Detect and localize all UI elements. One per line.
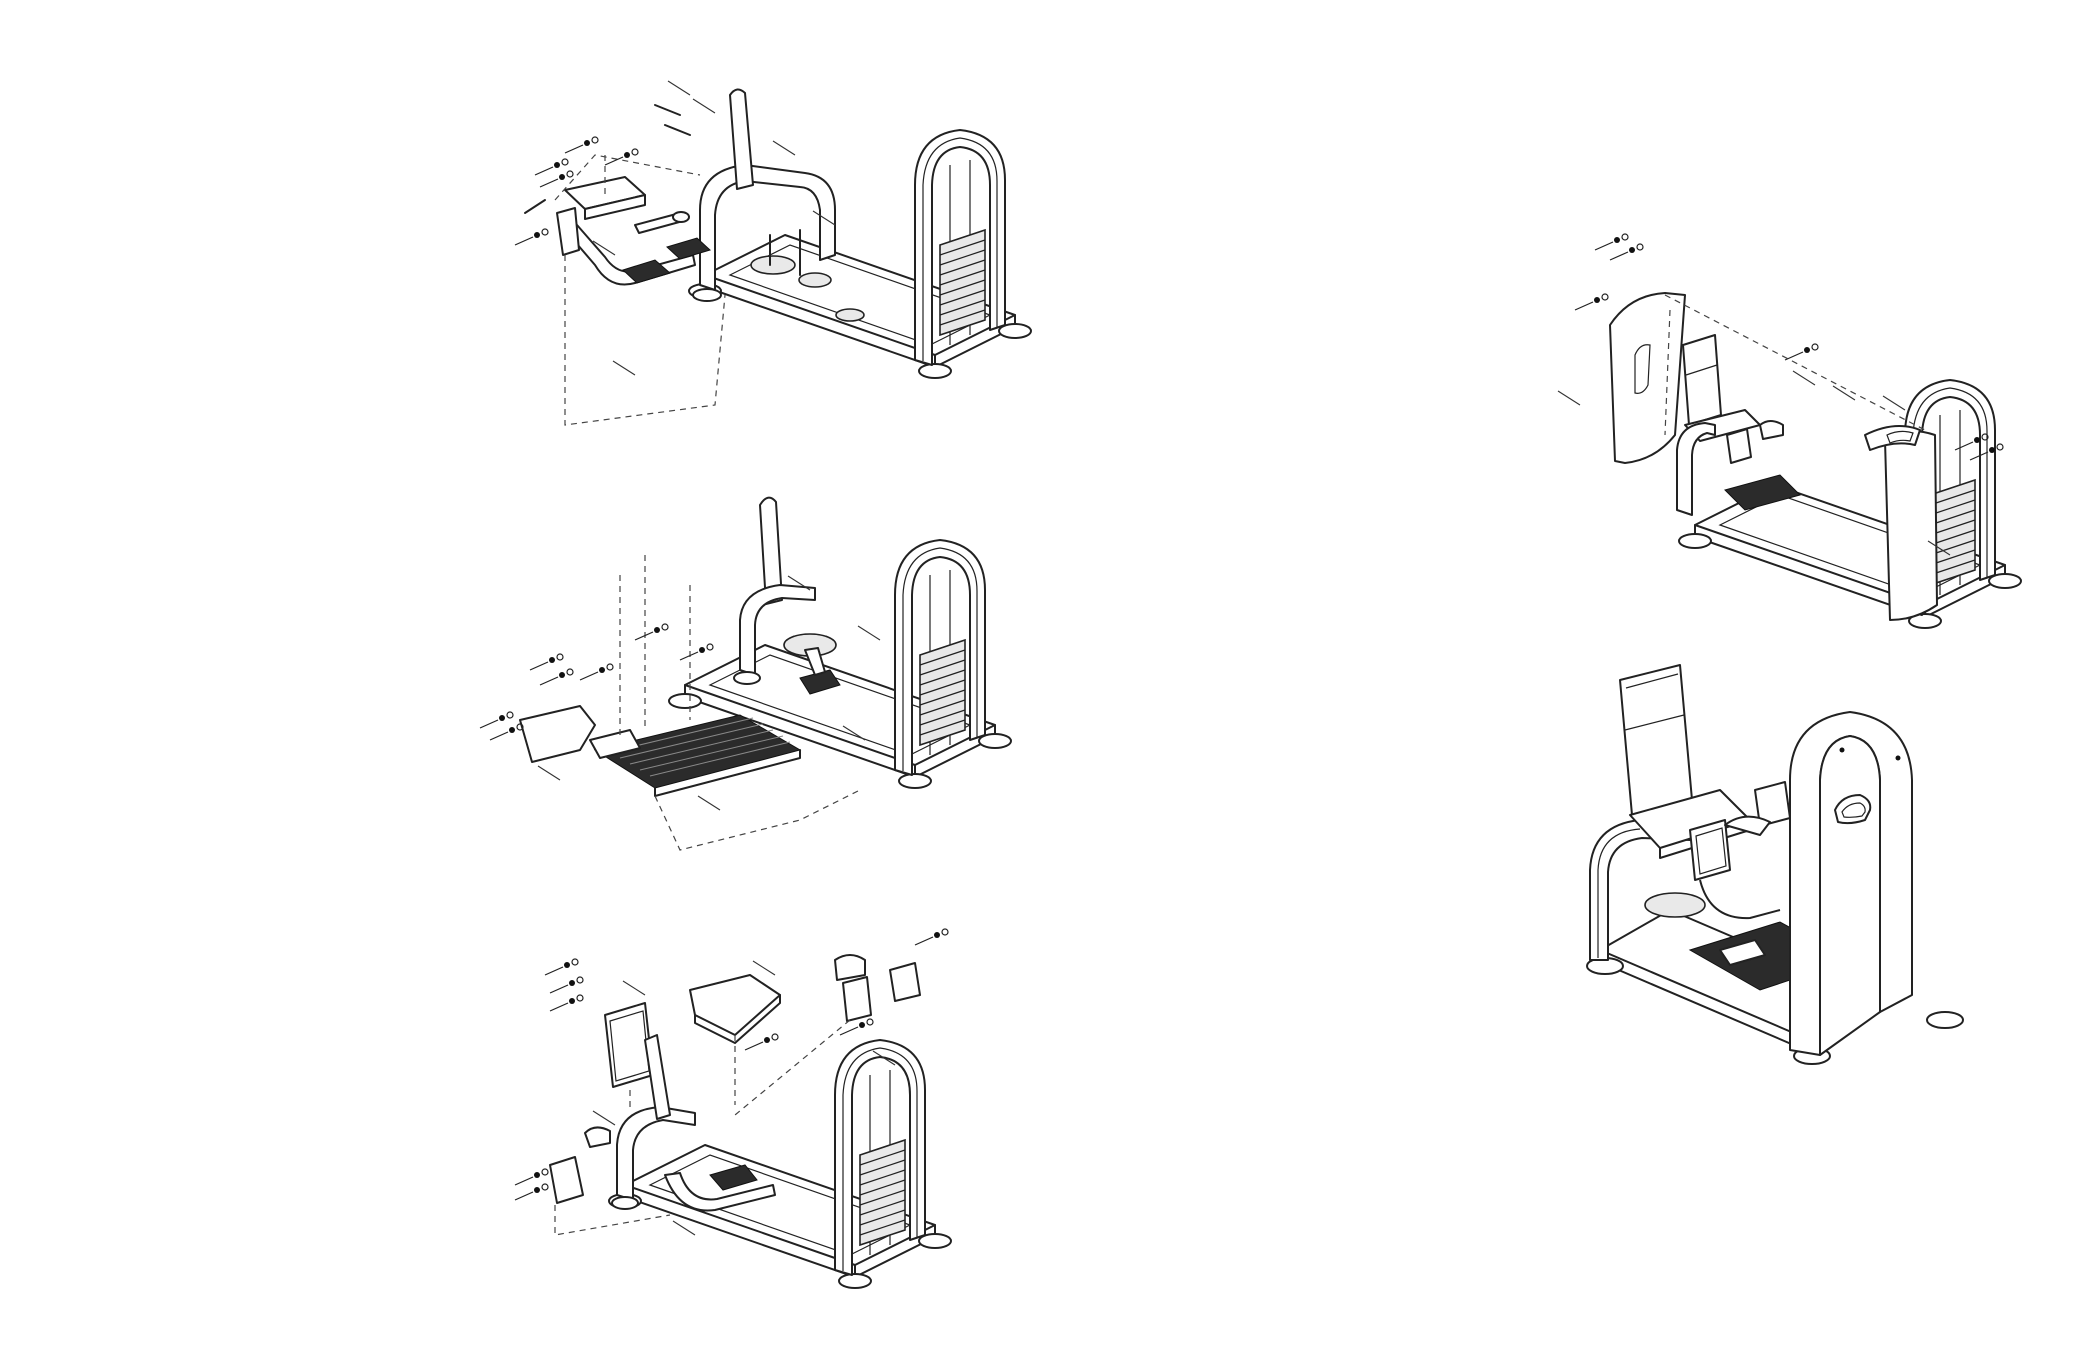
pedal-arm: [1700, 880, 1780, 918]
knee-pad-right: [835, 955, 865, 980]
shroud-screw-2: [1896, 756, 1901, 761]
hardware-stack: [540, 669, 573, 685]
hardware-stack: [915, 929, 948, 945]
right-shroud-panel: [1885, 431, 1937, 620]
callout-leader: [1793, 371, 1815, 385]
seat-back: [1683, 335, 1721, 425]
side-cover: [520, 706, 595, 762]
hardware-stack: [1595, 234, 1628, 250]
pivot-disc: [751, 256, 795, 274]
hardware-stack: [535, 159, 568, 175]
foot-rear-right: [1927, 1012, 1963, 1028]
hardware-stack: [540, 171, 573, 187]
bolt: [655, 105, 680, 115]
platform-assembly-drawing: [470, 490, 1000, 870]
platform-assembly-view: [470, 490, 1000, 870]
hardware-stack: [1575, 294, 1608, 310]
hardware-stack: [680, 644, 713, 660]
callout-leader: [613, 361, 635, 375]
callout-leader: [858, 626, 880, 640]
pivot-disc-2: [799, 273, 831, 287]
hardware-stack: [840, 1019, 873, 1035]
hardware-stack: [480, 712, 513, 728]
callout-leader: [668, 81, 690, 95]
left-shroud-panel: [1610, 293, 1685, 463]
hardware-stack: [635, 624, 668, 640]
callout-leader: [693, 99, 715, 113]
hardware-stack: [515, 229, 548, 245]
callout-leader: [698, 796, 720, 810]
shroud-front: [1820, 736, 1880, 1055]
hardware-stack: [490, 724, 523, 740]
u-frame-foot: [693, 289, 721, 301]
pivot-disc: [1645, 893, 1705, 917]
assembly-line-4: [655, 790, 860, 850]
leg-pad: [1727, 429, 1751, 463]
knee-pad: [1760, 421, 1783, 439]
callout-leader: [1558, 391, 1580, 405]
hardware-stack: [550, 995, 583, 1011]
arm-tube-end: [673, 212, 689, 222]
frame-assembly-drawing: [505, 85, 985, 445]
complete-machine-view: [1580, 660, 1980, 1110]
hardware-stack: [580, 664, 613, 680]
pad-bracket-right: [843, 977, 871, 1021]
leg-pad-left: [550, 1157, 583, 1203]
callout-leader: [593, 1111, 615, 1125]
u-frame-foot: [612, 1197, 638, 1209]
hardware-stack: [550, 977, 583, 993]
leg-pad-right: [890, 963, 920, 1001]
assembly-line-3: [735, 1020, 850, 1115]
seat-pad-assembly-view: [495, 935, 975, 1295]
frame-assembly-view: [505, 85, 985, 445]
shroud-screw: [1840, 748, 1845, 753]
callout-leader: [753, 961, 775, 975]
callout-leader: [1883, 396, 1905, 410]
shroud-assembly-drawing: [1565, 235, 2005, 635]
hardware-stack: [745, 1034, 778, 1050]
bolt-2: [665, 125, 690, 135]
hardware-stack: [1610, 244, 1643, 260]
callout-leader: [773, 141, 795, 155]
hardware-stack: [515, 1169, 548, 1185]
hardware-stack: [545, 959, 578, 975]
pivot-bracket: [557, 208, 579, 255]
hardware-stack: [565, 137, 598, 153]
pulley: [836, 309, 864, 321]
callout-leader: [623, 981, 645, 995]
u-frame-foot: [734, 672, 760, 684]
seat-back: [1620, 665, 1692, 815]
seat-pad-assembly-drawing: [495, 935, 975, 1295]
hardware-stack: [1785, 344, 1818, 360]
hardware-stack: [515, 1184, 548, 1200]
hardware-stack: [530, 654, 563, 670]
pin: [525, 200, 545, 213]
callout-leader: [538, 766, 560, 780]
callout-leader: [673, 1221, 695, 1235]
shroud-assembly-view: [1565, 235, 2005, 635]
complete-machine-drawing: [1580, 660, 1980, 1110]
seat-cushion: [690, 975, 780, 1035]
knee-pad-left: [585, 1127, 610, 1147]
assembly-line: [555, 1205, 670, 1235]
